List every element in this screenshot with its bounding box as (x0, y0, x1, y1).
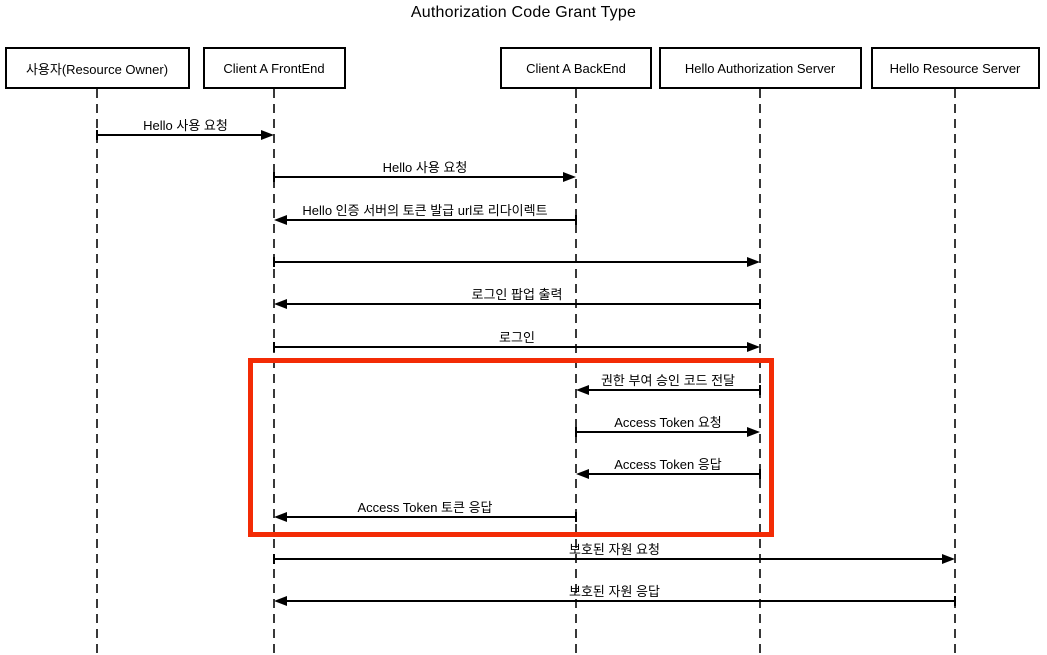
participant-label: 사용자(Resource Owner) (25, 61, 169, 77)
message-line (284, 516, 576, 518)
message-label: Hello 사용 요청 (143, 118, 228, 133)
participant-label: Client A BackEnd (526, 60, 626, 76)
participant-box-user: 사용자(Resource Owner) (4, 47, 190, 89)
participant-label: Hello Resource Server (889, 60, 1021, 76)
participant-box-auth: Hello Authorization Server (658, 47, 862, 89)
arrowhead-icon (942, 554, 955, 564)
lifeline-resource (954, 89, 956, 655)
message-label: Access Token 요청 (614, 415, 722, 430)
arrowhead-icon (274, 596, 287, 606)
participant-box-frontend: Client A FrontEnd (202, 47, 346, 89)
message-source-tick (759, 385, 761, 395)
lifeline-backend (575, 89, 577, 655)
arrowhead-icon (576, 385, 589, 395)
arrowhead-icon (261, 130, 274, 140)
message-source-tick (273, 554, 275, 564)
message-line (284, 600, 955, 602)
message-label: Hello 인증 서버의 토큰 발급 url로 리다이렉트 (302, 203, 548, 218)
participant-box-resource: Hello Resource Server (870, 47, 1040, 89)
arrowhead-icon (274, 512, 287, 522)
arrowhead-icon (747, 257, 760, 267)
lifeline-frontend (273, 89, 275, 655)
arrowhead-icon (563, 172, 576, 182)
participant-label: Hello Authorization Server (684, 60, 836, 76)
message-line (274, 261, 750, 263)
message-label: 로그인 팝업 출력 (471, 287, 563, 302)
participant-label: Client A FrontEnd (223, 60, 325, 76)
message-label: 보호된 자원 요청 (569, 542, 660, 557)
arrowhead-icon (274, 299, 287, 309)
message-source-tick (575, 215, 577, 225)
arrowhead-icon (747, 342, 760, 352)
message-source-tick (96, 130, 98, 140)
message-source-tick (759, 469, 761, 479)
message-source-tick (273, 172, 275, 182)
participant-box-backend: Client A BackEnd (500, 47, 652, 89)
message-source-tick (273, 342, 275, 352)
arrowhead-icon (576, 469, 589, 479)
message-line (274, 558, 945, 560)
message-source-tick (575, 427, 577, 437)
lifeline-user (96, 89, 98, 655)
message-source-tick (575, 512, 577, 522)
message-label: Hello 사용 요청 (382, 160, 468, 175)
message-line (274, 346, 750, 348)
arrowhead-icon (274, 215, 287, 225)
message-label: 권한 부여 승인 코드 전달 (600, 373, 736, 388)
lifeline-auth (759, 89, 761, 655)
message-label: 보호된 자원 응답 (569, 584, 660, 599)
message-line (284, 303, 760, 305)
message-label: 로그인 (499, 330, 535, 345)
message-line (586, 473, 760, 475)
message-source-tick (759, 299, 761, 309)
message-label: Access Token 응답 (614, 457, 722, 472)
message-line (97, 134, 264, 136)
message-line (586, 389, 760, 391)
message-label: Access Token 토큰 응답 (357, 500, 493, 515)
diagram-title: Authorization Code Grant Type (410, 4, 637, 21)
message-line (274, 176, 566, 178)
message-source-tick (273, 257, 275, 267)
arrowhead-icon (747, 427, 760, 437)
message-line (284, 219, 576, 221)
message-line (576, 431, 750, 433)
message-source-tick (954, 596, 956, 606)
